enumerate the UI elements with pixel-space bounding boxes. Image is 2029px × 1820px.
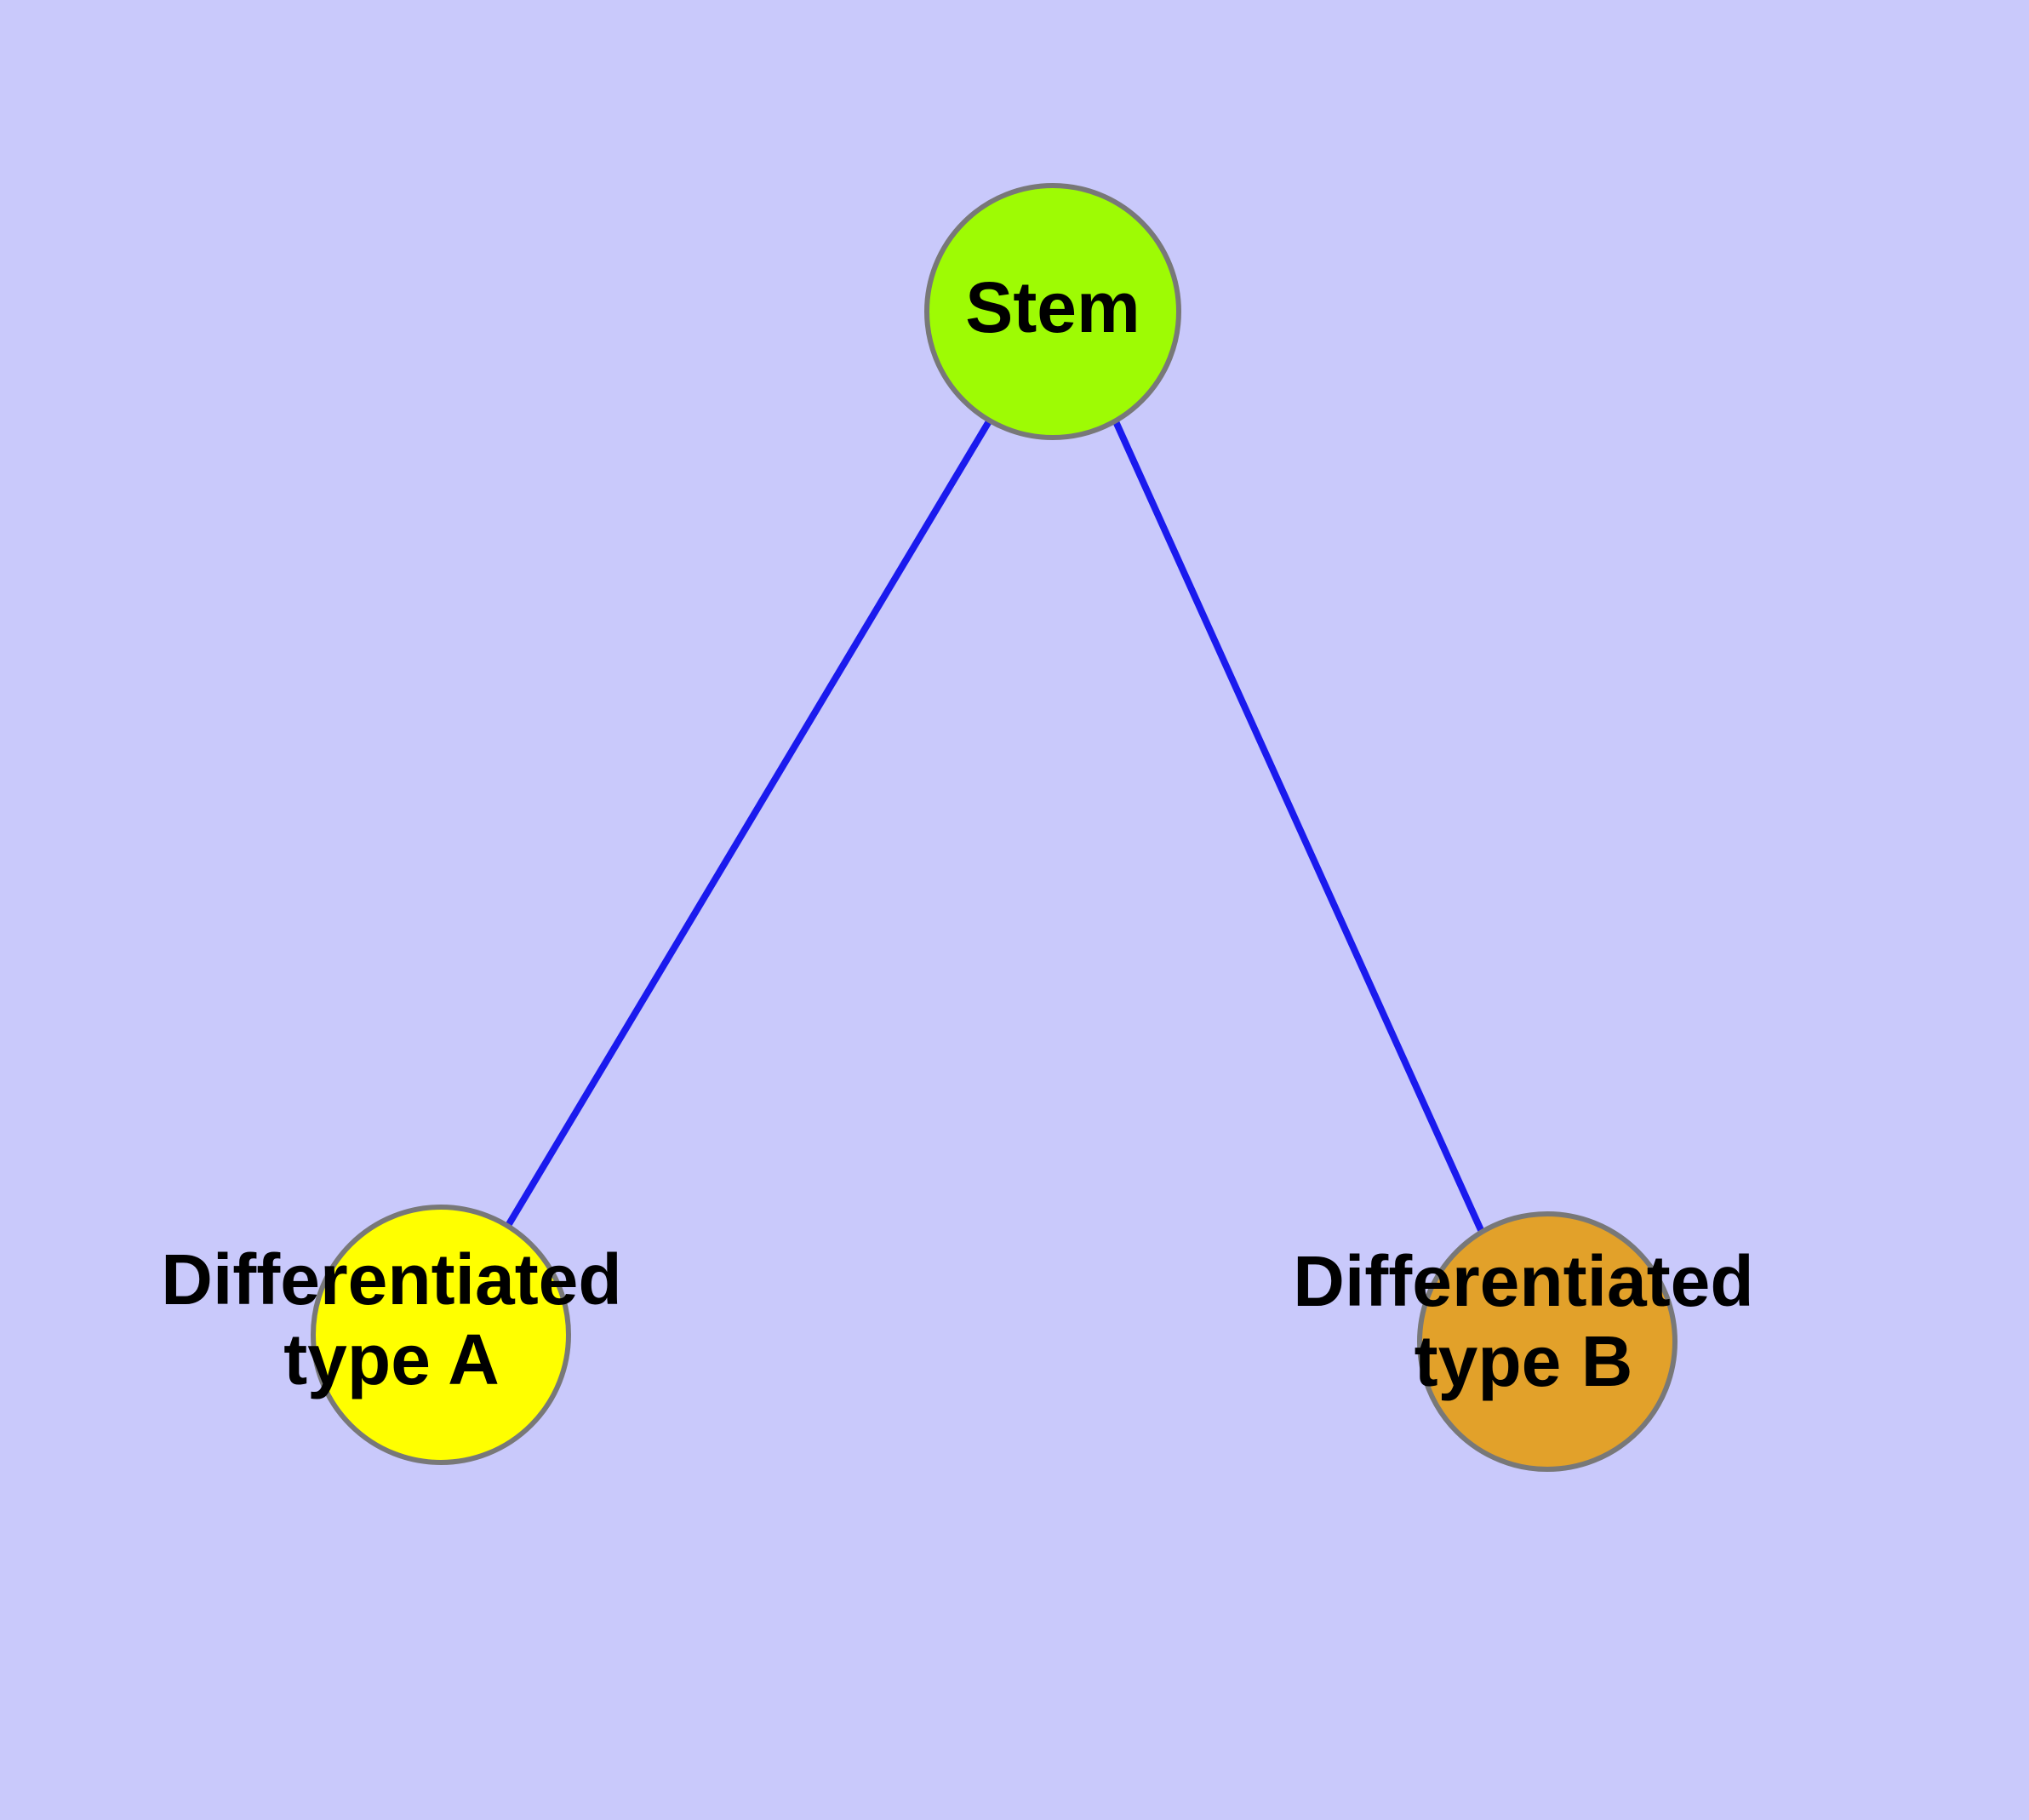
- edge-stem-to-differentiated-type-b[interactable]: [1112, 418, 1484, 1232]
- nodes-group: [311, 183, 1677, 1472]
- node-differentiated-type-b-circle[interactable]: [1417, 1211, 1677, 1472]
- node-differentiated-type-a-circle[interactable]: [311, 1205, 571, 1465]
- edge-stem-to-differentiated-type-a[interactable]: [506, 419, 992, 1227]
- node-stem-circle[interactable]: [924, 183, 1181, 440]
- edges-group: [506, 418, 1484, 1232]
- node-stem-label: Stem: [965, 267, 1140, 347]
